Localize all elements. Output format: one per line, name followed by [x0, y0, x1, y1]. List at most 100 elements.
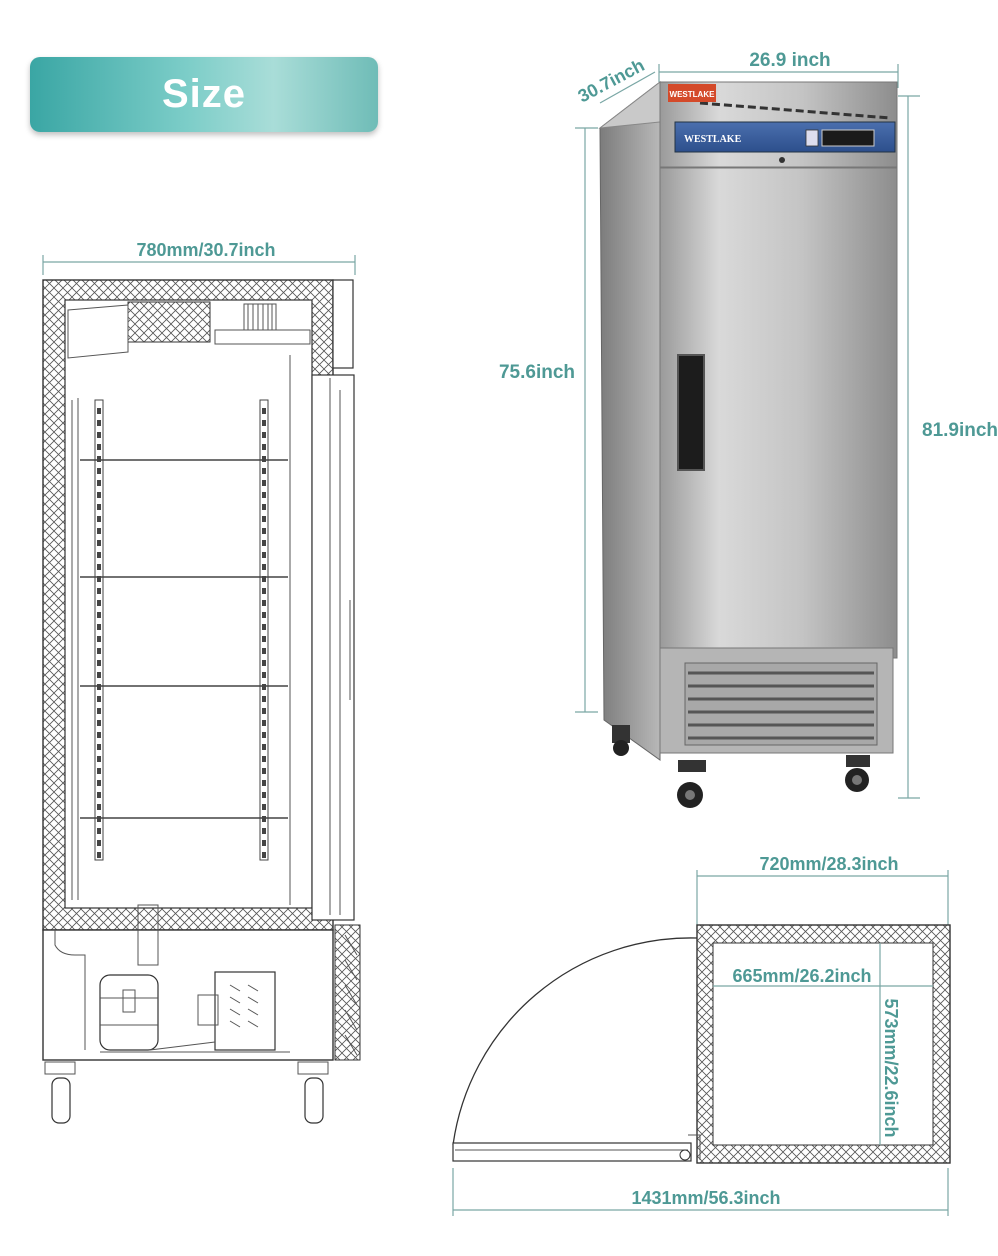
total-height-label: 81.9inch [922, 420, 998, 441]
side-width-label: 780mm/30.7inch [136, 240, 275, 260]
rail-slot [97, 708, 101, 714]
rail-slot [262, 696, 266, 702]
rail-slot [262, 492, 266, 498]
rail-slot [262, 780, 266, 786]
control-panel [674, 121, 896, 153]
inner-depth-label: 573mm/22.6inch [881, 998, 901, 1137]
rail-slot [262, 672, 266, 678]
rail-slot [262, 636, 266, 642]
rail-slot [97, 792, 101, 798]
rail-slot [262, 816, 266, 822]
rail-slot [262, 564, 266, 570]
body-height-label: 75.6inch [499, 362, 575, 383]
rail-slot [97, 732, 101, 738]
depth-label: 30.7inch [575, 55, 648, 106]
rail-slot [97, 804, 101, 810]
side-casters [44, 934, 358, 1124]
rail-slot [97, 420, 101, 426]
rail-slot [97, 780, 101, 786]
rail-slot [262, 432, 266, 438]
open-door [452, 1142, 692, 1162]
rail-slot [262, 792, 266, 798]
rail-slot [262, 684, 266, 690]
rail-slot [97, 528, 101, 534]
rail-slot [97, 504, 101, 510]
brand-badge [668, 84, 716, 102]
rail-slot [262, 744, 266, 750]
rail-slot [97, 684, 101, 690]
rail-slot [97, 492, 101, 498]
rail-slot [97, 840, 101, 846]
rail-slot [97, 636, 101, 642]
rail-slot [262, 408, 266, 414]
rail-slot [262, 552, 266, 558]
rail-slot [97, 588, 101, 594]
rail-slot [97, 720, 101, 726]
product-casters [612, 725, 870, 808]
rail-slot [262, 756, 266, 762]
rail-slot [97, 624, 101, 630]
rail-slot [262, 852, 266, 858]
rail-slot [262, 612, 266, 618]
rail-slot [262, 480, 266, 486]
outer-width-label: 720mm/28.3inch [759, 854, 898, 874]
rail-slot [97, 648, 101, 654]
rail-slot [97, 768, 101, 774]
rail-slot [262, 648, 266, 654]
digital-display [821, 129, 875, 147]
door-handle [677, 354, 705, 471]
rail-slot [97, 852, 101, 858]
rail-slot [262, 540, 266, 546]
top-width-label: 26.9 inch [749, 50, 830, 71]
rail-slot [97, 540, 101, 546]
rail-slot [262, 576, 266, 582]
rail-slot [97, 744, 101, 750]
brand-badge-text: WESTLAKE [670, 90, 716, 99]
shelves [80, 459, 288, 819]
rail-slot [97, 480, 101, 486]
rail-slot [262, 828, 266, 834]
rail-slot [97, 432, 101, 438]
door-swing-arc [452, 937, 698, 1146]
rail-slot [97, 828, 101, 834]
size-title: Size [161, 72, 247, 116]
open-width-label: 1431mm/56.3inch [631, 1188, 780, 1208]
compressor [99, 974, 159, 1051]
rail-slot [97, 672, 101, 678]
rail-slot [262, 516, 266, 522]
rail-slot [262, 528, 266, 534]
rail-slot [97, 456, 101, 462]
lock-icon [779, 157, 785, 163]
rail-slot [262, 768, 266, 774]
brand-name: WESTLAKE [684, 134, 742, 145]
rail-slot [97, 576, 101, 582]
rail-slot [97, 564, 101, 570]
inner-width-label: 665mm/26.2inch [732, 966, 871, 986]
rail-slot [97, 552, 101, 558]
rail-slot [262, 624, 266, 630]
rail-slot [262, 840, 266, 846]
top-view: 720mm/28.3inch 665mm/26.2inch 573mm/22.6… [452, 854, 951, 1216]
size-banner: Size [30, 57, 378, 132]
rail-slot [262, 504, 266, 510]
rail-slot [97, 612, 101, 618]
rail-slot [262, 468, 266, 474]
rail-slot [97, 696, 101, 702]
rail-slot [97, 816, 101, 822]
rail-slot [97, 600, 101, 606]
rail-slot [97, 660, 101, 666]
condenser [197, 971, 276, 1051]
side-section-view: 780mm/30.7inch [42, 240, 361, 1124]
rail-slot [262, 708, 266, 714]
product-view: 30.7inch 26.9 inch 75.6inch 81.9inch WES… [499, 50, 998, 808]
rail-slot [262, 660, 266, 666]
rail-slot [97, 516, 101, 522]
rail-slot [97, 468, 101, 474]
rail-slot [262, 420, 266, 426]
rail-slot [262, 600, 266, 606]
rail-slot [97, 408, 101, 414]
rail-slot [262, 444, 266, 450]
rail-slot [262, 720, 266, 726]
rail-slot [262, 588, 266, 594]
